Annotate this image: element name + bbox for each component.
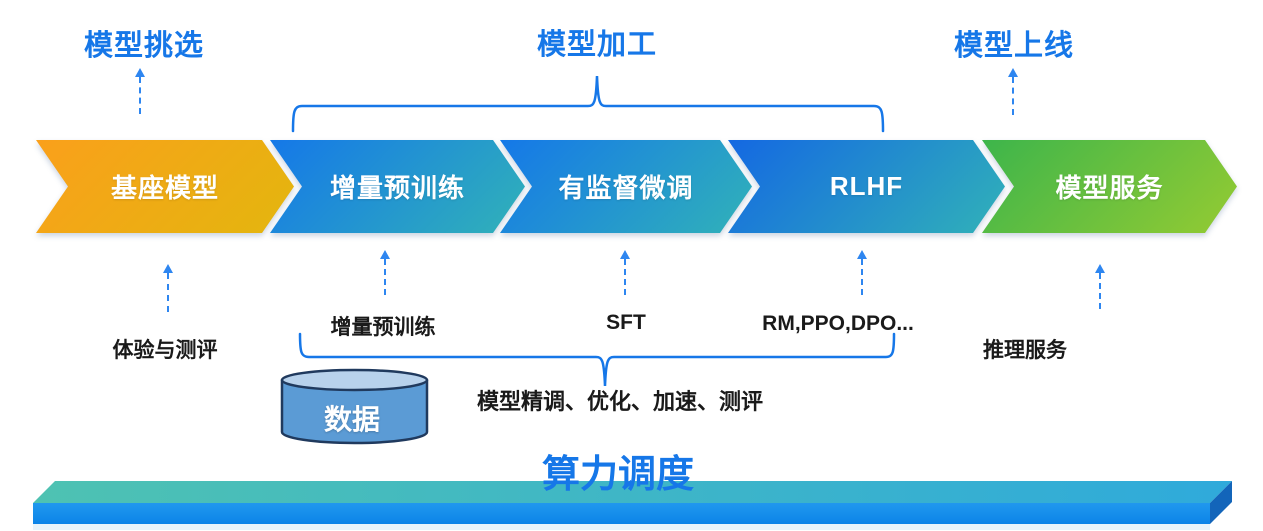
arrow-head-icon: [135, 68, 145, 77]
phase-title-selection: 模型挑选: [83, 30, 205, 62]
pipeline-stage-label: RLHF: [829, 171, 904, 201]
arrow-head-icon: [620, 250, 630, 259]
phase-title-deployment: 模型上线: [953, 30, 1075, 62]
up-arrow-icon: [379, 250, 391, 295]
arrow-head-icon: [163, 264, 173, 273]
arrow-head-icon: [1008, 68, 1018, 77]
up-arrow-icon: [1094, 264, 1106, 309]
phase-title-processing: 模型加工: [536, 29, 658, 61]
up-arrow-icon: [619, 250, 631, 295]
up-arrow-icon: [134, 68, 146, 114]
arrow-head-icon: [857, 250, 867, 259]
arrow-dash-line: [167, 273, 169, 312]
pipeline-stage-continued-pretrain: 增量预训练: [270, 140, 525, 233]
pipeline-stage-label: 模型服务: [1055, 173, 1164, 203]
up-arrow-icon: [1007, 68, 1019, 115]
arrow-dash-line: [861, 259, 863, 295]
annotation-continued-pretrain: 增量预训练: [330, 316, 436, 339]
arrow-dash-line: [139, 77, 141, 114]
pipeline-stage-label: 基座模型: [110, 173, 219, 203]
compute-scheduling-label: 算力调度: [541, 454, 695, 496]
data-store-label: 数据: [323, 404, 381, 435]
arrow-dash-line: [1099, 273, 1101, 309]
annotation-experience-eval: 体验与测评: [112, 339, 218, 362]
arrow-dash-line: [1012, 77, 1014, 115]
pipeline-stage-model-service: 模型服务: [982, 140, 1237, 233]
pipeline-stage-rlhf: RLHF: [728, 140, 1005, 233]
up-arrow-icon: [856, 250, 868, 295]
processing-note: 模型精调、优化、加速、测评: [476, 389, 764, 414]
pipeline-stage-sft: 有监督微调: [500, 140, 752, 233]
pipeline-stage-label: 增量预训练: [329, 173, 465, 203]
annotation-sft: SFT: [606, 311, 646, 334]
arrow-head-icon: [380, 250, 390, 259]
arrow-dash-line: [624, 259, 626, 295]
annotation-inference-service: 推理服务: [983, 339, 1067, 362]
annotation-rm-ppo-dpo: RM,PPO,DPO...: [762, 312, 914, 335]
pipeline-stage-base-model: 基座模型: [36, 140, 294, 233]
arrow-dash-line: [384, 259, 386, 295]
pipeline-stage-label: 有监督微调: [558, 173, 694, 203]
up-arrow-icon: [162, 264, 174, 312]
arrow-head-icon: [1095, 264, 1105, 273]
